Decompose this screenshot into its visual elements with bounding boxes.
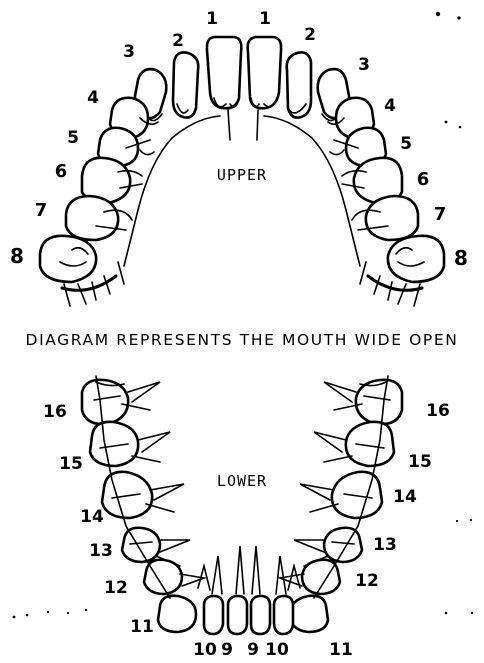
upper-tooth-right-8 bbox=[388, 236, 444, 282]
diagram-caption: DIAGRAM REPRESENTS THE MOUTH WIDE OPEN bbox=[26, 331, 459, 349]
lower-tooth-right-9 bbox=[251, 596, 270, 634]
upper-tooth-left-1 bbox=[207, 37, 241, 108]
upper-number-right-4: 4 bbox=[384, 96, 396, 116]
upper-tooth-right-1 bbox=[248, 37, 281, 108]
lower-tooth-left-9 bbox=[228, 596, 247, 634]
lower-number-left-13: 13 bbox=[89, 541, 113, 561]
lower-arch bbox=[82, 376, 402, 634]
lower-number-left-9: 9 bbox=[221, 640, 233, 660]
lower-tooth-left-15 bbox=[90, 422, 138, 466]
lower-tooth-right-14 bbox=[332, 472, 382, 518]
lower-tooth-left-14 bbox=[102, 472, 152, 518]
lower-number-right-11: 11 bbox=[329, 640, 353, 660]
lower-tooth-left-13 bbox=[122, 528, 160, 562]
upper-tooth-right-7 bbox=[366, 196, 418, 240]
lower-arch-label: LOWER bbox=[217, 472, 267, 490]
lower-tooth-left-10 bbox=[204, 596, 223, 634]
upper-number-right-2: 2 bbox=[304, 25, 316, 45]
lower-tooth-left-11 bbox=[158, 596, 196, 632]
upper-tooth-left-8 bbox=[40, 236, 96, 282]
upper-number-right-6: 6 bbox=[417, 169, 430, 190]
upper-tooth-right-2 bbox=[287, 52, 311, 117]
lower-number-right-16: 16 bbox=[426, 401, 450, 421]
upper-number-left-6: 6 bbox=[55, 161, 68, 182]
upper-arch-label: UPPER bbox=[217, 166, 267, 184]
lower-number-left-14: 14 bbox=[80, 507, 104, 527]
upper-number-left-2: 2 bbox=[172, 31, 184, 51]
lower-tooth-right-13 bbox=[324, 528, 362, 562]
lower-number-right-14: 14 bbox=[393, 487, 417, 507]
upper-number-left-1: 1 bbox=[206, 9, 218, 29]
upper-number-left-8: 8 bbox=[10, 244, 24, 268]
lower-number-right-12: 12 bbox=[355, 571, 379, 591]
upper-number-left-3: 3 bbox=[123, 42, 135, 62]
upper-number-right-1: 1 bbox=[259, 9, 271, 29]
upper-number-left-7: 7 bbox=[35, 200, 48, 221]
lower-tooth-left-16 bbox=[82, 380, 128, 424]
lower-tooth-right-10 bbox=[274, 596, 293, 634]
lower-number-left-15: 15 bbox=[59, 454, 83, 474]
upper-number-right-7: 7 bbox=[434, 204, 447, 225]
lower-number-left-12: 12 bbox=[104, 578, 128, 598]
lower-number-right-10: 10 bbox=[265, 640, 289, 660]
lower-number-right-15: 15 bbox=[408, 452, 432, 472]
upper-tooth-left-7 bbox=[66, 196, 118, 240]
lower-number-right-13: 13 bbox=[373, 535, 397, 555]
upper-tooth-left-2 bbox=[173, 52, 198, 117]
upper-number-right-5: 5 bbox=[400, 134, 412, 154]
upper-number-left-4: 4 bbox=[87, 88, 99, 108]
upper-number-right-3: 3 bbox=[358, 55, 370, 75]
lower-number-left-11: 11 bbox=[130, 617, 154, 637]
lower-number-left-10: 10 bbox=[193, 640, 217, 660]
upper-number-right-8: 8 bbox=[454, 246, 468, 270]
scan-artifacts bbox=[13, 12, 474, 619]
lower-tooth-right-11 bbox=[290, 596, 328, 632]
lower-number-left-16: 16 bbox=[43, 402, 67, 422]
upper-number-left-5: 5 bbox=[67, 128, 79, 148]
lower-number-right-9: 9 bbox=[247, 640, 259, 660]
lower-tooth-right-16 bbox=[356, 380, 402, 424]
lower-tooth-right-15 bbox=[346, 422, 394, 466]
